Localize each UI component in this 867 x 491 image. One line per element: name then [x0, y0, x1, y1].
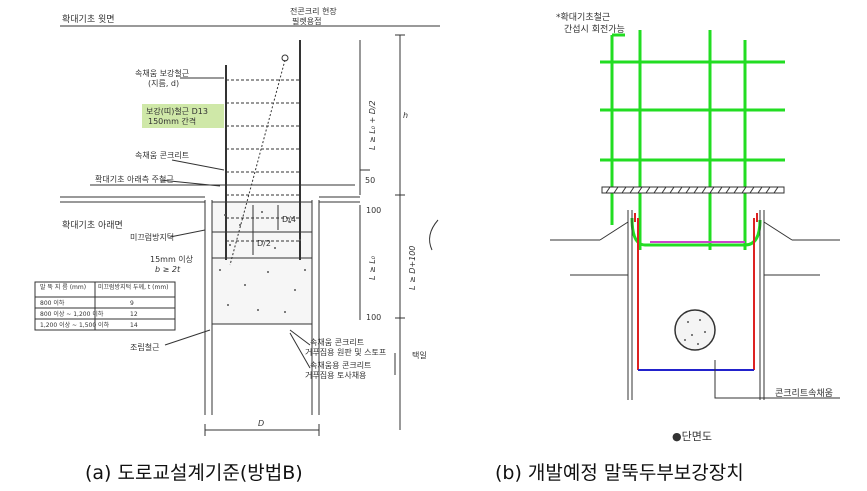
dim-l2: L ≥ L₀	[368, 255, 377, 280]
note-a-2: 거푸집용 원판 및 스토프	[305, 347, 386, 357]
dim-d2: D/2	[257, 239, 271, 248]
label-rebar-1: 보강(띠)철근 D13	[146, 106, 208, 116]
label-bottom-main: 확대기초 아래측 주철근	[95, 174, 174, 184]
red-inner-lines	[634, 213, 758, 370]
label-anchor: 미끄럼방지턱	[130, 232, 174, 242]
caption-a: (a) 도로교설계기준(방법B)	[85, 462, 303, 484]
section-top-label: 확대기초 윗면	[62, 13, 115, 25]
label-rebar-2: 150mm 간격	[148, 116, 196, 126]
label-assembly: 조립철근	[130, 342, 159, 352]
dim-l1: L ≥ L₀ + D/2	[368, 100, 377, 150]
dim-50: 50	[365, 176, 375, 185]
note-a-1: 속채움 콘크리트	[310, 337, 364, 347]
section-bottom-label: 확대기초 아래면	[62, 219, 123, 231]
thickness-table: 말 뚝 지 름 (mm) 미끄럼방지턱 두께, t (mm) 800 이하 9 …	[40, 283, 169, 329]
label-bracket-2: (지름, d)	[148, 79, 179, 88]
concrete-leader	[714, 360, 840, 399]
label-b: b ≥ 2t	[155, 265, 181, 274]
dim-D: D	[258, 419, 264, 428]
label-side: 택일	[412, 350, 427, 360]
device-drawing-svg: *확대기초철근 간섭시 회전가능 콘크리트속채움 ●단면도	[550, 11, 840, 443]
section-view-label: ●단면도	[672, 430, 712, 443]
weld-marker	[281, 54, 289, 62]
standard-drawing-svg: 확대기초 윗면 전콘크리 현장 필렛용접 속채움 보강철근 (지름, d) 보강…	[34, 6, 440, 436]
concrete-fill-label: 콘크리트속채움	[775, 388, 833, 399]
note-1: *확대기초철근	[556, 11, 610, 23]
label-existing: 전콘크리 현장	[290, 6, 337, 16]
dim-100-a: 100	[366, 206, 381, 215]
caption-b: (b) 개발예정 말뚝두부보강장치	[495, 462, 744, 484]
green-rebar-cage	[600, 30, 785, 250]
label-15mm: 15mm 이상	[150, 254, 194, 264]
device-drawing-panel: *확대기초철근 간섭시 회전가능 콘크리트속채움 ●단면도	[540, 0, 867, 450]
dim-100-b: 100	[366, 313, 381, 322]
dim-h: h	[403, 111, 408, 120]
note-b-1: 속채움용 콘크리트	[310, 360, 371, 370]
label-fill: 속채움 콘크리트	[135, 150, 189, 160]
table-cell: 800 이상 ~ 1,200 이하	[40, 310, 104, 318]
table-cell: 800 이하	[40, 299, 65, 307]
note-b-2: 거푸집용 토사채용	[305, 370, 366, 380]
table-header-1: 말 뚝 지 름 (mm)	[40, 283, 86, 291]
table-cell: 12	[130, 311, 138, 318]
table-cell: 14	[130, 322, 138, 329]
label-existing-2: 필렛용접	[292, 16, 321, 26]
standard-drawing-panel: 확대기초 윗면 전콘크리 현장 필렛용접 속채움 보강철근 (지름, d) 보강…	[0, 0, 440, 450]
rebar-label-highlight	[142, 104, 224, 128]
table-cell: 1,200 이상 ~ 1,500 이하	[40, 321, 110, 329]
slab	[601, 186, 785, 194]
note-2: 간섭시 회전가능	[564, 24, 625, 35]
label-bracket-1: 속채움 보강철근	[135, 68, 189, 78]
dim-d4: D/4	[282, 215, 296, 224]
table-cell: 9	[130, 300, 134, 307]
table-header-2: 미끄럼방지턱 두께, t (mm)	[98, 283, 169, 291]
dim-l3: L ≥ D+100	[408, 246, 417, 290]
concrete-fill-circle	[674, 309, 716, 351]
pile-body	[550, 210, 840, 400]
